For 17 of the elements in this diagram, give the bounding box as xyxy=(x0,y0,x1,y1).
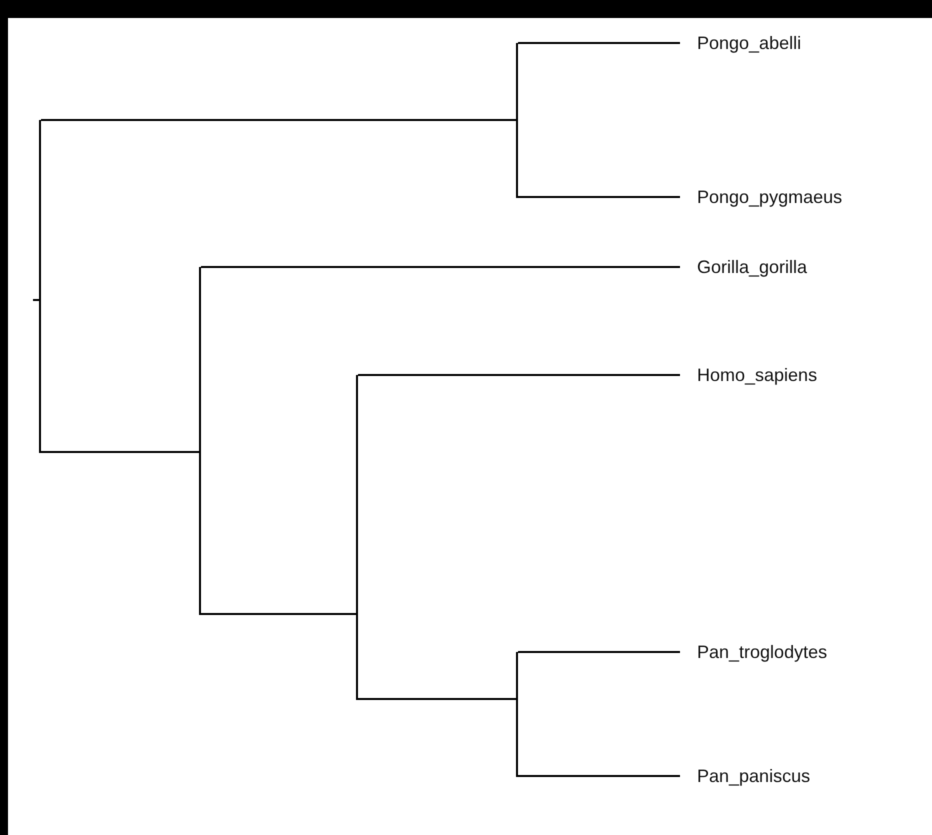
tree-branch xyxy=(201,266,680,268)
tree-branch xyxy=(358,698,516,700)
tree-branch xyxy=(33,299,39,301)
tree-branch xyxy=(518,196,680,198)
species-label: Homo_sapiens xyxy=(680,364,818,386)
species-label: Pan_paniscus xyxy=(680,765,810,787)
species-label: Pongo_abelli xyxy=(680,32,802,54)
tree-branch xyxy=(518,775,680,777)
tree-branch xyxy=(358,374,680,376)
tree-branch xyxy=(518,651,680,653)
tree-branch xyxy=(518,42,680,44)
tree-branch xyxy=(41,451,199,453)
tree-branch xyxy=(41,119,516,121)
species-label: Pan_troglodytes xyxy=(680,641,828,663)
species-label: Pongo_pygmaeus xyxy=(680,186,842,208)
tree-branch xyxy=(201,613,356,615)
species-label: Gorilla_gorilla xyxy=(680,256,808,278)
